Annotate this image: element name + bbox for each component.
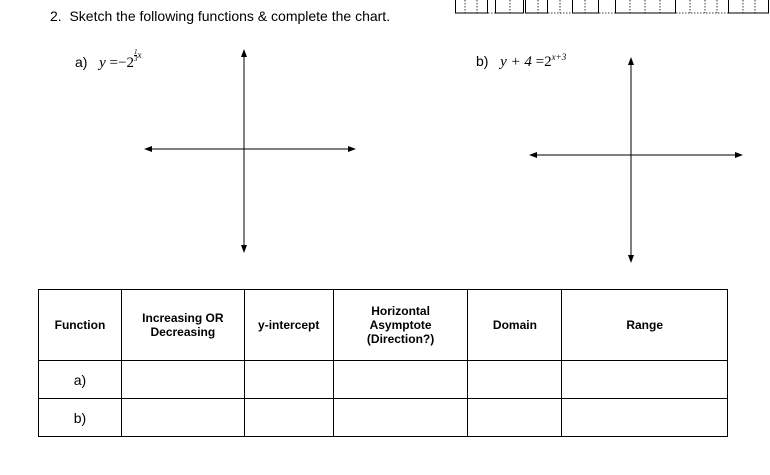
row-b-asymptote-cell[interactable] [332, 398, 469, 437]
header-increasing-decreasing: Increasing OR Decreasing [120, 289, 245, 361]
header-range: Range [561, 289, 728, 361]
table-row: b) [38, 398, 728, 437]
row-a-asymptote-cell[interactable] [332, 360, 469, 399]
row-a-domain-cell[interactable] [467, 360, 563, 399]
row-b-yintercept-cell[interactable] [243, 398, 334, 437]
part-a-label: a) [75, 54, 88, 70]
part-b: b) y + 4 =2x+3 [476, 52, 566, 71]
part-a-axes [144, 49, 356, 253]
header-horizontal-asymptote: Horizontal Asymptote (Direction?) [332, 289, 469, 361]
question-number: 2. [50, 8, 62, 24]
row-a-increasing-cell[interactable] [120, 360, 245, 399]
row-b-range-cell[interactable] [561, 398, 728, 437]
function-chart-table: Function Increasing OR Decreasing y-inte… [38, 289, 728, 437]
row-b-increasing-cell[interactable] [120, 398, 245, 437]
part-a-x-arrow-left [144, 146, 152, 152]
table-header-row: Function Increasing OR Decreasing y-inte… [38, 289, 728, 361]
row-a-range-cell[interactable] [561, 360, 728, 399]
graph-paper-strip [455, 0, 769, 14]
part-b-y-arrow-down [628, 255, 634, 263]
header-domain: Domain [467, 289, 563, 361]
part-b-equation: y + 4 =2x+3 [500, 52, 567, 70]
part-b-x-arrow-left [529, 152, 537, 158]
row-b-domain-cell[interactable] [467, 398, 563, 437]
header-function: Function [38, 289, 122, 361]
part-b-x-arrow-right [735, 152, 743, 158]
part-b-label: b) [476, 53, 489, 69]
question-text: Sketch the following functions & complet… [69, 8, 391, 24]
part-b-y-arrow-up [628, 57, 634, 65]
table-row: a) [38, 360, 728, 399]
part-b-axes [529, 57, 743, 263]
row-b-function: b) [38, 398, 122, 437]
header-y-intercept: y-intercept [243, 289, 334, 361]
question-title: 2. Sketch the following functions & comp… [50, 8, 390, 24]
row-a-function: a) [38, 360, 122, 399]
part-a-x-arrow-right [348, 146, 356, 152]
part-a-y-arrow-up [241, 49, 247, 57]
row-a-yintercept-cell[interactable] [243, 360, 334, 399]
part-a-y-arrow-down [241, 245, 247, 253]
